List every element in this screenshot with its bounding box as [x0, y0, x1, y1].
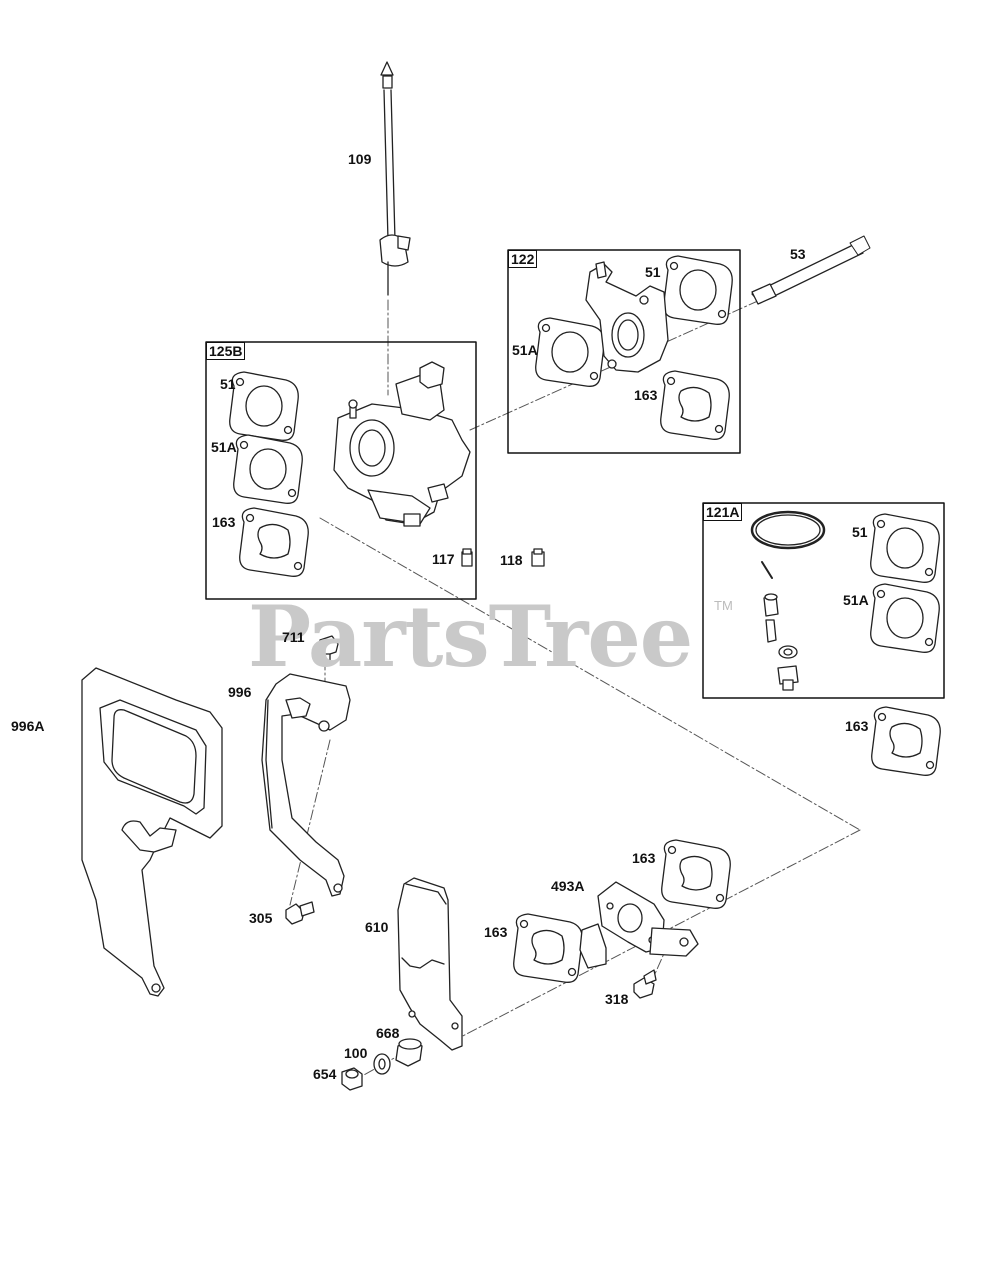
jet-117 [461, 548, 473, 567]
gasket-163-top [661, 839, 731, 909]
callout-318: 318 [605, 991, 629, 1007]
callout-121a-51a: 51A [843, 592, 869, 608]
gasket-121a-51a [870, 583, 940, 653]
kit-121a-parts [750, 510, 826, 691]
callout-996: 996 [228, 684, 252, 700]
callout-493a: 493A [551, 878, 585, 894]
callout-711: 711 [282, 629, 305, 645]
bracket-996 [261, 673, 351, 897]
kit-box-125b [205, 341, 477, 600]
callout-109: 109 [348, 151, 372, 167]
intake-elbow-122 [585, 261, 669, 373]
callout-163-right: 163 [845, 718, 869, 734]
nut-654 [341, 1067, 363, 1091]
spacer-668 [395, 1038, 423, 1067]
callout-125b-51: 51 [220, 376, 236, 392]
box-label-125b: 125B [206, 342, 246, 360]
callout-118: 118 [500, 552, 523, 568]
kit-box-122 [507, 249, 741, 454]
jet-118 [531, 548, 545, 567]
gasket-122-51 [663, 255, 733, 325]
gasket-122-51a [535, 317, 605, 387]
callout-117: 117 [432, 551, 455, 567]
gasket-125b-51 [229, 371, 299, 441]
bracket-996a [81, 667, 223, 997]
bolt-305 [285, 901, 315, 925]
callout-305: 305 [249, 910, 273, 926]
callout-668: 668 [376, 1025, 400, 1041]
callout-163-top: 163 [632, 850, 656, 866]
callout-125b-51a: 51A [211, 439, 237, 455]
carburetor-125b [333, 361, 471, 527]
callout-122-51a: 51A [512, 342, 538, 358]
gasket-122-163 [660, 370, 730, 440]
callout-122-51: 51 [645, 264, 661, 280]
callout-610: 610 [365, 919, 389, 935]
kit-box-121a [702, 502, 945, 699]
bolt-318 [633, 969, 657, 999]
washer-100 [373, 1053, 391, 1075]
gasket-125b-163 [239, 507, 309, 577]
watermark-text: PartsTree [248, 587, 693, 686]
shaft-109 [379, 61, 411, 296]
callout-121a-51: 51 [852, 524, 868, 540]
callout-996a: 996A [11, 718, 45, 734]
gasket-163-right [871, 706, 941, 776]
gasket-121a-51 [870, 513, 940, 583]
callout-100: 100 [344, 1045, 368, 1061]
watermark-trademark: TM [714, 598, 733, 613]
gasket-163-left [513, 913, 583, 983]
callout-122-163: 163 [634, 387, 658, 403]
callout-53: 53 [790, 246, 806, 262]
gasket-125b-51a [233, 434, 303, 504]
callout-654: 654 [313, 1066, 337, 1082]
muffler-610 [397, 877, 463, 1051]
callout-163-left: 163 [484, 924, 508, 940]
box-label-122: 122 [508, 250, 538, 268]
box-label-121a: 121A [703, 503, 743, 521]
bolt-711 [317, 635, 339, 663]
callout-125b-163: 163 [212, 514, 236, 530]
stud-53 [751, 235, 871, 305]
plate-493a [579, 881, 699, 969]
